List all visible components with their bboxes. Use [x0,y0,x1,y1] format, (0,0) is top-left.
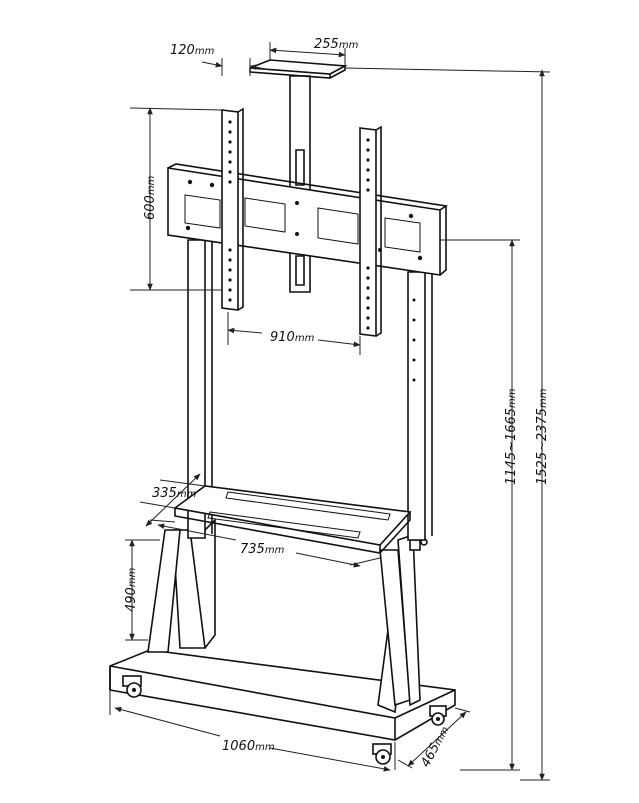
label-mount-height: 1145~1665mm [504,388,519,485]
left-vertical-arm [221,107,244,311]
dim-top-plate-width [269,42,346,66]
label-vesa-height: 600mm [143,175,158,220]
dim-total-height [344,67,551,781]
label-bracket-width: 120mm [170,43,215,58]
dim-shelf-depth [139,473,206,527]
left-leg-frame [147,518,216,653]
dim-shelf-height [125,539,160,641]
label-base-depth: 465mm [418,723,452,769]
caster-wheel-back-left [122,675,142,698]
dim-vesa-height [129,107,223,291]
dim-base-width [109,690,396,772]
label-total-height: 1525~2375mm [535,388,550,485]
label-shelf-width: 735mm [240,542,285,557]
right-pole [407,266,433,541]
dim-vesa-width [227,312,361,355]
caster-wheel-front-left [372,743,392,765]
label-shelf-height: 490mm [124,567,139,612]
label-base-width: 1060mm [222,739,275,754]
right-vertical-arm [359,125,382,337]
dim-shelf-width [149,519,381,568]
label-vesa-width: 910mm [270,330,315,345]
caster-wheel-front-right [429,705,447,726]
dim-mount-height [440,239,520,771]
shelf [173,485,412,554]
label-shelf-depth: 335mm [152,486,197,501]
dim-bracket-width [201,58,271,76]
dim-base-depth [397,707,471,769]
right-leg-frame [377,533,428,714]
label-top-plate-width: 255mm [314,37,359,52]
